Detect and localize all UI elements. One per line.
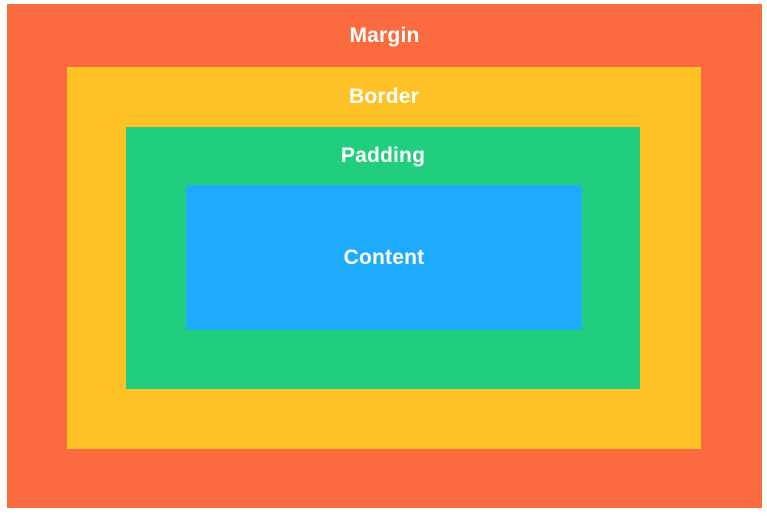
margin-box: Margin Border Padding Content — [7, 4, 762, 508]
margin-label: Margin — [349, 23, 420, 47]
padding-box: Padding Content — [126, 127, 640, 389]
border-label: Border — [348, 85, 420, 108]
padding-label: Padding — [340, 144, 426, 167]
border-box: Border Padding Content — [67, 67, 701, 449]
content-box: Content — [186, 185, 582, 330]
content-label: Content — [343, 245, 425, 269]
